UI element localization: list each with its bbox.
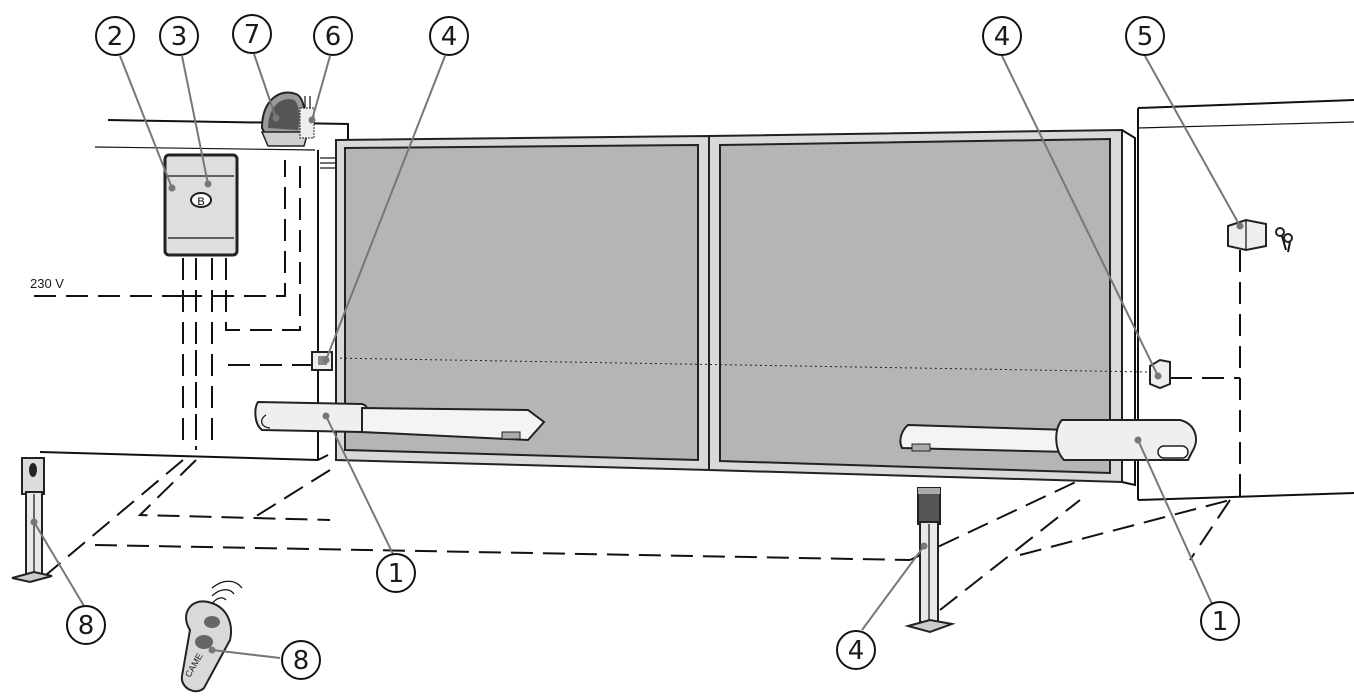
callout-1-left: 1 (376, 553, 416, 593)
control-panel-logo: B (197, 196, 204, 208)
callout-4-right-label: 4 (994, 22, 1011, 52)
callout-1-right-label: 1 (1212, 607, 1229, 637)
callout-8-remote-label: 8 (293, 646, 310, 676)
callout-8-remote: 8 (281, 640, 321, 680)
remote-control: CAME (180, 580, 243, 693)
callout-3: 3 (159, 16, 199, 56)
photocell-column-left (11, 457, 53, 584)
callout-2-label: 2 (107, 22, 124, 52)
flashing-lamp (260, 91, 309, 147)
callout-4-left-label: 4 (441, 22, 458, 52)
callout-5: 5 (1125, 16, 1165, 56)
callout-5-label: 5 (1137, 22, 1154, 52)
photocell-beam (329, 357, 1151, 373)
antenna (299, 96, 315, 139)
gate-right-leaf (708, 128, 1136, 487)
callout-4-right: 4 (982, 16, 1022, 56)
callout-6: 6 (313, 16, 353, 56)
callout-4-left: 4 (429, 16, 469, 56)
callout-8-left: 8 (66, 605, 106, 645)
wiring-dashed (34, 160, 1241, 611)
voltage-label: 230 V (30, 276, 64, 291)
callout-7-label: 7 (244, 20, 261, 50)
callout-6-label: 6 (325, 22, 342, 52)
callout-1-left-label: 1 (388, 559, 405, 589)
control-panel: B (163, 153, 239, 257)
callout-8-left-label: 8 (78, 611, 95, 641)
leader-lines (30, 53, 1244, 659)
gearmotor-left (254, 400, 546, 442)
gate-left-leaf (335, 134, 710, 472)
callout-7: 7 (232, 14, 272, 54)
callout-1-right: 1 (1200, 601, 1240, 641)
gearmotor-right (899, 419, 1197, 461)
callout-4-column: 4 (836, 630, 876, 670)
callout-2: 2 (95, 16, 135, 56)
callout-3-label: 3 (171, 22, 188, 52)
callout-4-column-label: 4 (848, 636, 865, 666)
